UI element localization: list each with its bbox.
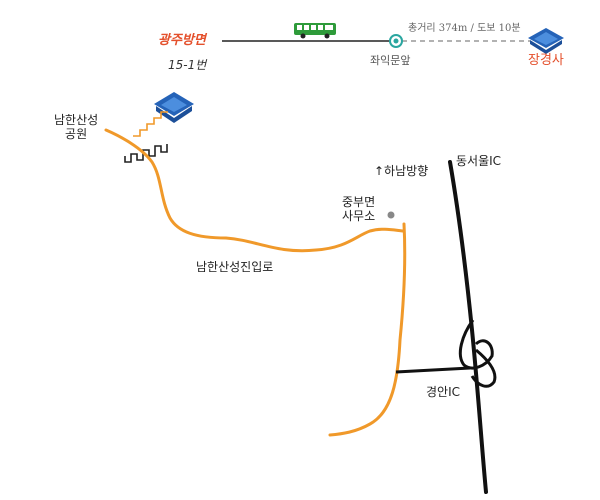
ic-north-label: 동서울IC [456, 154, 502, 168]
castle-wall [124, 144, 168, 163]
road-label: 남한산성진입로 [196, 260, 274, 274]
temple-icon [528, 28, 564, 54]
distance-label: 총거리 374m / 도보 10분 [408, 23, 521, 34]
north-direction-label: ↑하남방향 [374, 164, 429, 178]
access-road-south [328, 222, 407, 437]
connector-road [395, 366, 471, 374]
ic-south-label: 경안IC [426, 385, 460, 399]
office-label: 중부면 사무소 [342, 195, 376, 224]
bus-stop-label: 좌익문앞 [370, 54, 411, 67]
bus-icon [294, 23, 336, 39]
interchange-ramp [458, 319, 494, 370]
origin-direction-label: 광주방면 [158, 33, 206, 48]
park-stairs [133, 111, 168, 137]
destination-label: 장경사 [528, 53, 564, 68]
bus-stop-marker [389, 34, 403, 48]
park-temple-icon [154, 92, 194, 123]
access-road [104, 128, 406, 253]
highway [448, 160, 488, 494]
interchange-ramp [470, 348, 497, 388]
park-label: 남한산성 공원 [54, 113, 99, 142]
bus-number-label: 15-1번 [168, 58, 207, 72]
office-marker [387, 211, 395, 219]
